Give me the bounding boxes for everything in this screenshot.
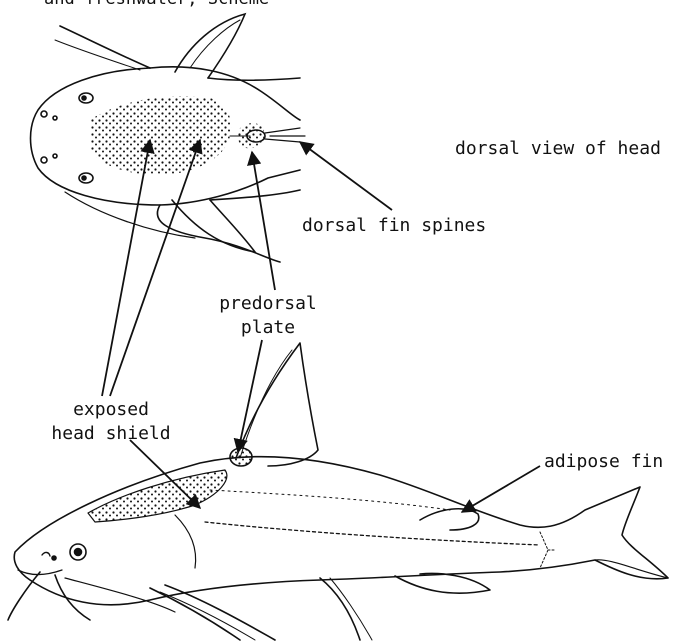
arrow-predorsal-bottom: [238, 340, 262, 452]
arrow-predorsal-top: [252, 152, 275, 290]
lateral-view-fish: [8, 343, 668, 640]
arrow-dorsal-fin-spines: [300, 142, 392, 210]
head-shield-shading: [90, 96, 231, 175]
arrow-shield-top-1: [102, 140, 150, 396]
body-outline: [14, 457, 668, 605]
arrow-shield-top-2: [110, 140, 200, 396]
arrow-adipose-fin: [462, 466, 540, 512]
leader-lines: [102, 140, 540, 512]
adipose-fin: [420, 509, 479, 530]
lateral-head-shield: [88, 470, 227, 522]
